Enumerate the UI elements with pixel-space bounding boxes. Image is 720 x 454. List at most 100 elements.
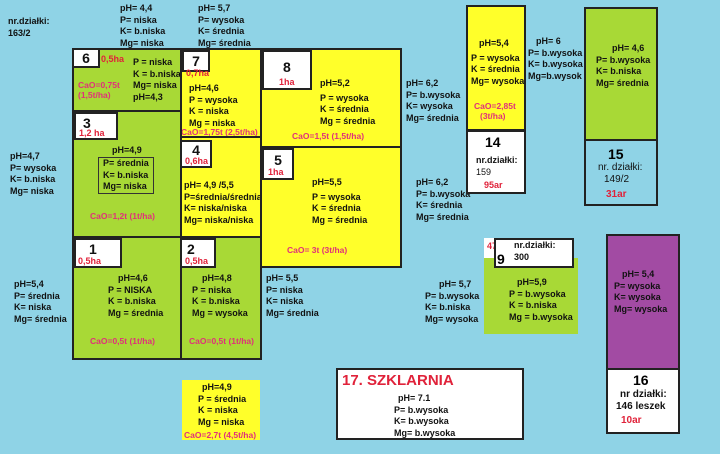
ph-label: pH= 7.1 — [398, 393, 431, 403]
field-bottom-yellow[interactable] — [182, 380, 260, 440]
field-5-number: 5 — [262, 148, 294, 180]
mg-label: Mg= niska — [10, 185, 54, 196]
mg-label: Mg = średnia — [312, 214, 368, 225]
p-label: P= niska — [120, 14, 157, 25]
p6-outside-soil: pH= 4,4 P= niska K= b.niska Mg= niska — [120, 3, 165, 49]
mg-label: Mg= b.wysoka — [394, 427, 456, 438]
p9-outside-soil: pH= 5,7 P= b.wysoka K= b.niska Mg= wysok… — [425, 279, 479, 325]
k-label: K= niska — [14, 302, 52, 312]
field-1-number: 1 — [74, 238, 122, 268]
k-label: K= b.wysoka — [394, 416, 449, 426]
k-label: K= wysoka — [614, 292, 661, 302]
field-16[interactable] — [606, 234, 680, 370]
field-8-area: 1ha — [279, 77, 295, 87]
p-label: P= średnia — [14, 290, 60, 301]
ph-label: pH=5,5 — [312, 177, 342, 187]
field-6-soil: P = niska K = b.niska Mg= niska pH=4,3 — [133, 57, 181, 103]
mg-label: Mg=b.wysok — [528, 70, 582, 81]
field-14-info — [466, 130, 526, 194]
parcel-label: nr.działki: — [8, 16, 50, 26]
ph-label: pH=4,7 — [10, 151, 40, 161]
mg-label: Mg = niska — [189, 117, 236, 128]
p-label: P = NISKA — [108, 284, 153, 295]
field-2-cao: CaO=0,5t (1t/ha) — [189, 336, 254, 346]
field-16-nr: nr działki: 146 leszek — [616, 389, 667, 413]
p-label: P = wysoka — [189, 94, 238, 105]
field-16-number: 16 — [633, 372, 649, 388]
field-9[interactable] — [484, 258, 578, 334]
k-label: K = b.niska — [133, 68, 181, 79]
ph-label: pH= 5,7 — [439, 279, 472, 289]
cao-rate: (1,5t/ha) — [78, 90, 111, 100]
nr-label: nr.działki: — [514, 240, 556, 250]
field-14[interactable] — [466, 5, 526, 131]
k-label: K= niska — [266, 296, 304, 306]
ph-label: pH=5,4 — [14, 279, 44, 289]
mg-label: Mg = średnia — [320, 115, 376, 126]
mg-label: Mg= wysoka — [471, 75, 525, 86]
ph-label: pH= 6 — [536, 36, 561, 46]
mg-label: Mg = b.wysoka — [509, 311, 573, 322]
mg-label: Mg= średnia — [198, 37, 251, 48]
cao-value: CaO=2,85t — [474, 101, 516, 111]
field-15[interactable] — [584, 7, 658, 141]
field-7-number: 7 — [182, 50, 210, 72]
k-label: K= b.niska — [596, 66, 642, 76]
p-label: P= niska — [266, 284, 303, 295]
nr-value: 300 — [514, 251, 530, 262]
p-label: P= b.wysoka — [425, 290, 480, 301]
field-17-soil: pH= 7.1 P= b.wysoka K= b.wysoka Mg= b.wy… — [394, 393, 455, 439]
k-label: K= b.niska — [425, 302, 471, 312]
nr-value: 149/2 — [604, 174, 630, 185]
k-label: K= b.niska — [10, 174, 56, 184]
p-label: P= b.wysoka — [406, 89, 461, 100]
field-4-soil: pH= 4,9 /5,5 P=średnia/średnia K= niska/… — [184, 180, 262, 226]
mg-label: Mg = średnia — [108, 307, 164, 318]
field-1-cao: CaO=0,5t (1t/ha) — [90, 336, 155, 346]
cao-rate: (3t/ha) — [480, 111, 506, 121]
field-5-area: 1ha — [268, 167, 284, 177]
p-label: P= b.wysoka — [528, 47, 583, 58]
field-3-soil: P= średnia K= b.niska Mg= niska — [98, 157, 154, 194]
field-6-area: 0,5ha — [101, 54, 125, 64]
p-label: P= wysoka — [614, 280, 661, 291]
field-2-area: 0,5ha — [185, 256, 209, 266]
nr-label: nr. działki: — [598, 162, 643, 173]
field-7-cao: CaO=1,75t (2,5t/ha) — [181, 127, 258, 137]
ph-label: pH= 4,4 — [120, 3, 153, 13]
field-9-nr: nr.działki: 300 — [514, 240, 556, 263]
field-7-area: 0,7ha — [186, 68, 210, 78]
field-9-info — [494, 238, 574, 268]
p-label: P= b.wysoka — [394, 404, 449, 415]
ph-label: pH= 4,6 — [612, 43, 645, 53]
p-label: P = wysoka — [312, 191, 361, 202]
ph-label: pH=4,6 — [189, 83, 219, 93]
ph-label: pH=5,9 — [517, 277, 547, 287]
ph-label: pH=4,9 — [202, 382, 232, 392]
cao-value: CaO=0,75t — [78, 80, 120, 90]
p-label: P = wysoka — [320, 92, 369, 103]
field-bottom-yellow-cao: CaO=2,7t (4,5t/ha) — [184, 430, 257, 440]
field-15-number: 15 — [608, 146, 624, 162]
field-14-nr: nr.działki: 159 — [476, 155, 518, 178]
ph-label: pH=5,2 — [320, 78, 350, 88]
p-label: P = wysoka — [471, 52, 520, 63]
p-label: P= średnia — [103, 158, 149, 168]
field-3-area: 1,2 ha — [79, 128, 105, 138]
p1-outside-soil: pH=5,4 P= średnia K= niska Mg= średnia — [14, 279, 67, 325]
p3-outside-soil: pH=4,7 P= wysoka K= b.niska Mg= niska — [10, 151, 56, 197]
field-17-greenhouse[interactable] — [336, 368, 524, 440]
field-17-title: 17. SZKLARNIA — [342, 372, 454, 389]
field-8-cao: CaO=1,5t (1,5t/ha) — [292, 131, 365, 141]
field-14-area: 95ar — [484, 180, 503, 190]
ph-label: pH=4,3 — [133, 91, 163, 102]
field-15-nr: nr. działki: 149/2 — [598, 162, 642, 186]
field-8-number: 8 — [262, 50, 312, 90]
field-7-soil: pH=4,6 P = wysoka K = niska Mg = niska — [189, 83, 238, 129]
p-label: P= wysoka — [198, 14, 245, 25]
field-3-number: 3 — [74, 112, 118, 140]
p-label: P= b.wysoka — [596, 54, 651, 65]
ph-label: pH= 5,7 — [198, 3, 231, 13]
field-4-number: 4 — [180, 140, 212, 168]
k-label: K = b.niska — [108, 296, 156, 306]
